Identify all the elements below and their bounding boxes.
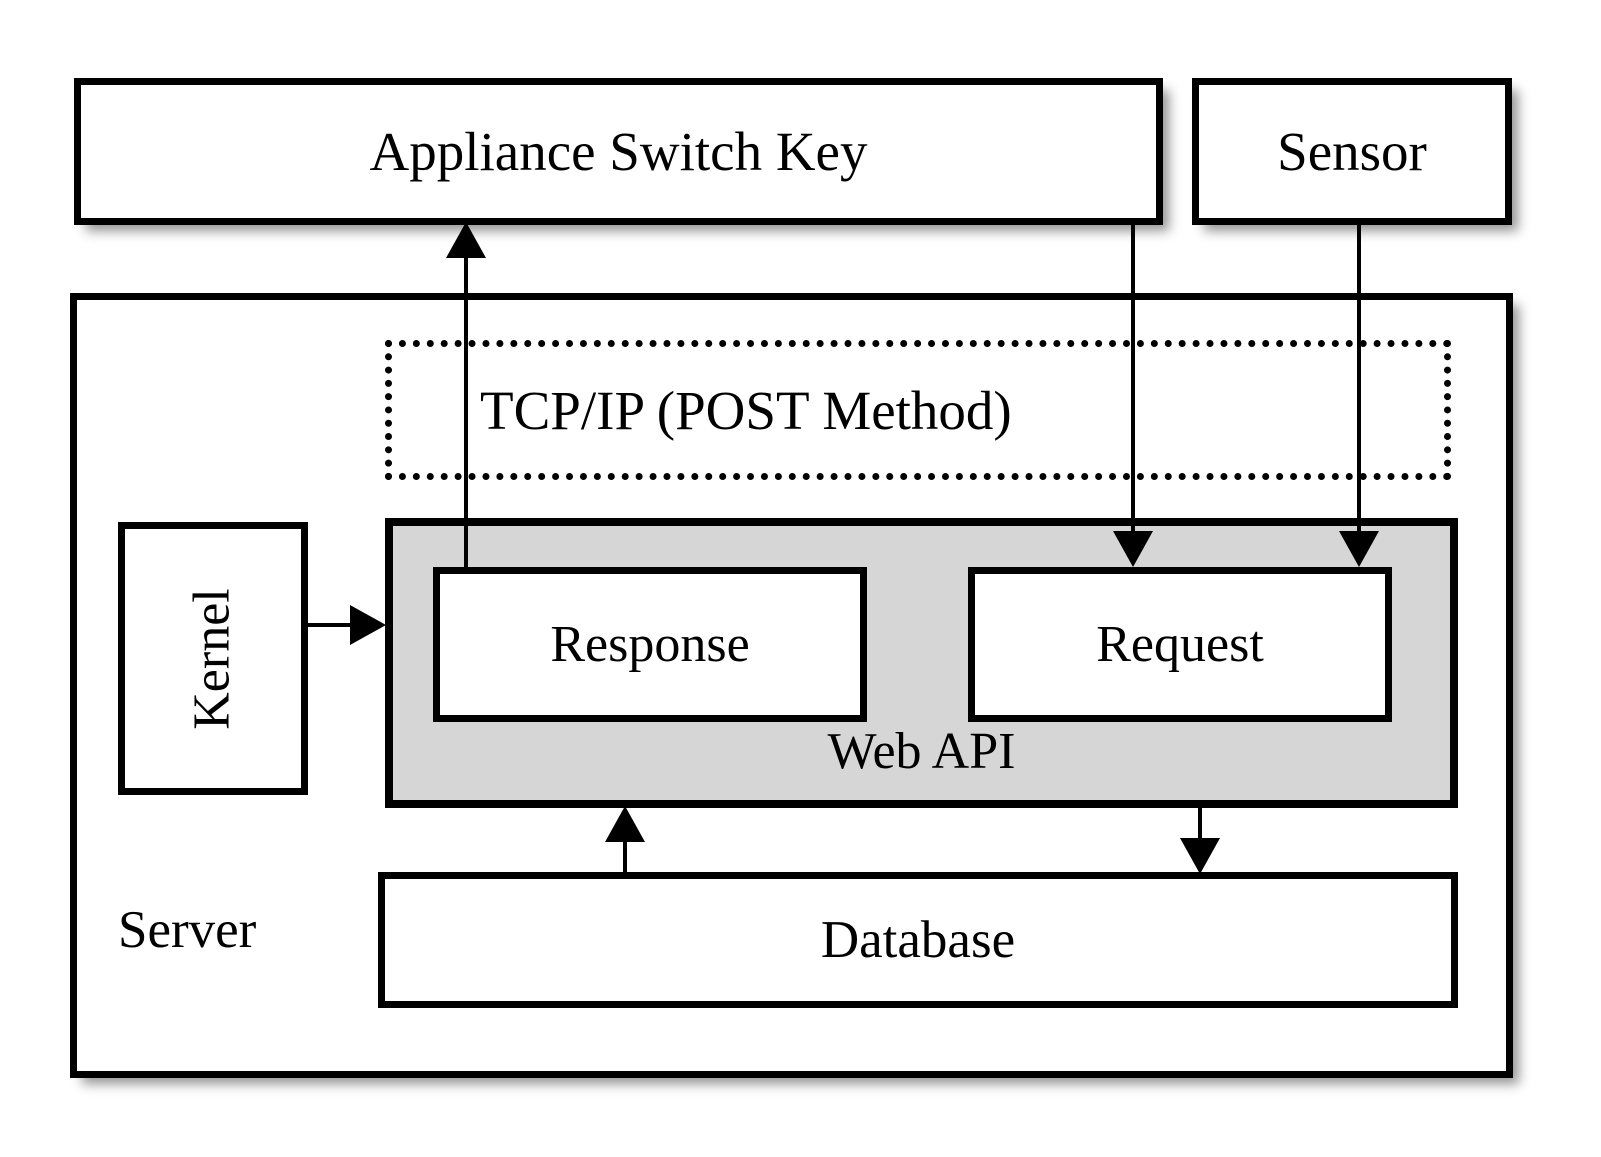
edge-response-to-appliance-line [464, 238, 468, 570]
kernel-node: Kernel [118, 522, 308, 795]
kernel-label: Kernel [183, 587, 241, 730]
appliance-switch-key-node: Appliance Switch Key [74, 78, 1163, 225]
request-label: Request [1096, 615, 1264, 673]
response-label: Response [550, 615, 750, 673]
edge-appliance-to-request-arrowhead [1113, 531, 1153, 567]
server-label: Server [118, 901, 257, 959]
appliance-switch-key-label: Appliance Switch Key [369, 121, 868, 182]
tcp-ip-label: TCP/IP (POST Method) [480, 379, 1012, 441]
edge-database-to-webapi-line [623, 828, 627, 878]
tcp-ip-post-method-node: TCP/IP (POST Method) [385, 340, 1451, 480]
edge-kernel-to-webapi-line [308, 623, 356, 627]
sensor-label: Sensor [1277, 121, 1427, 182]
database-node: Database [378, 872, 1458, 1008]
edge-webapi-to-database-line [1198, 808, 1202, 850]
edge-appliance-to-request-line [1131, 225, 1135, 547]
request-node: Request [968, 567, 1392, 722]
edge-sensor-to-request-line [1357, 225, 1361, 547]
edge-database-to-webapi-arrowhead [605, 806, 645, 842]
response-node: Response [433, 567, 867, 722]
edge-kernel-to-webapi-arrowhead [350, 605, 386, 645]
sensor-node: Sensor [1192, 78, 1512, 225]
edge-webapi-to-database-arrowhead [1180, 838, 1220, 874]
edge-response-to-appliance-arrowhead [446, 222, 486, 258]
database-label: Database [820, 910, 1016, 969]
web-api-label: Web API [827, 723, 1016, 780]
edge-sensor-to-request-arrowhead [1339, 531, 1379, 567]
